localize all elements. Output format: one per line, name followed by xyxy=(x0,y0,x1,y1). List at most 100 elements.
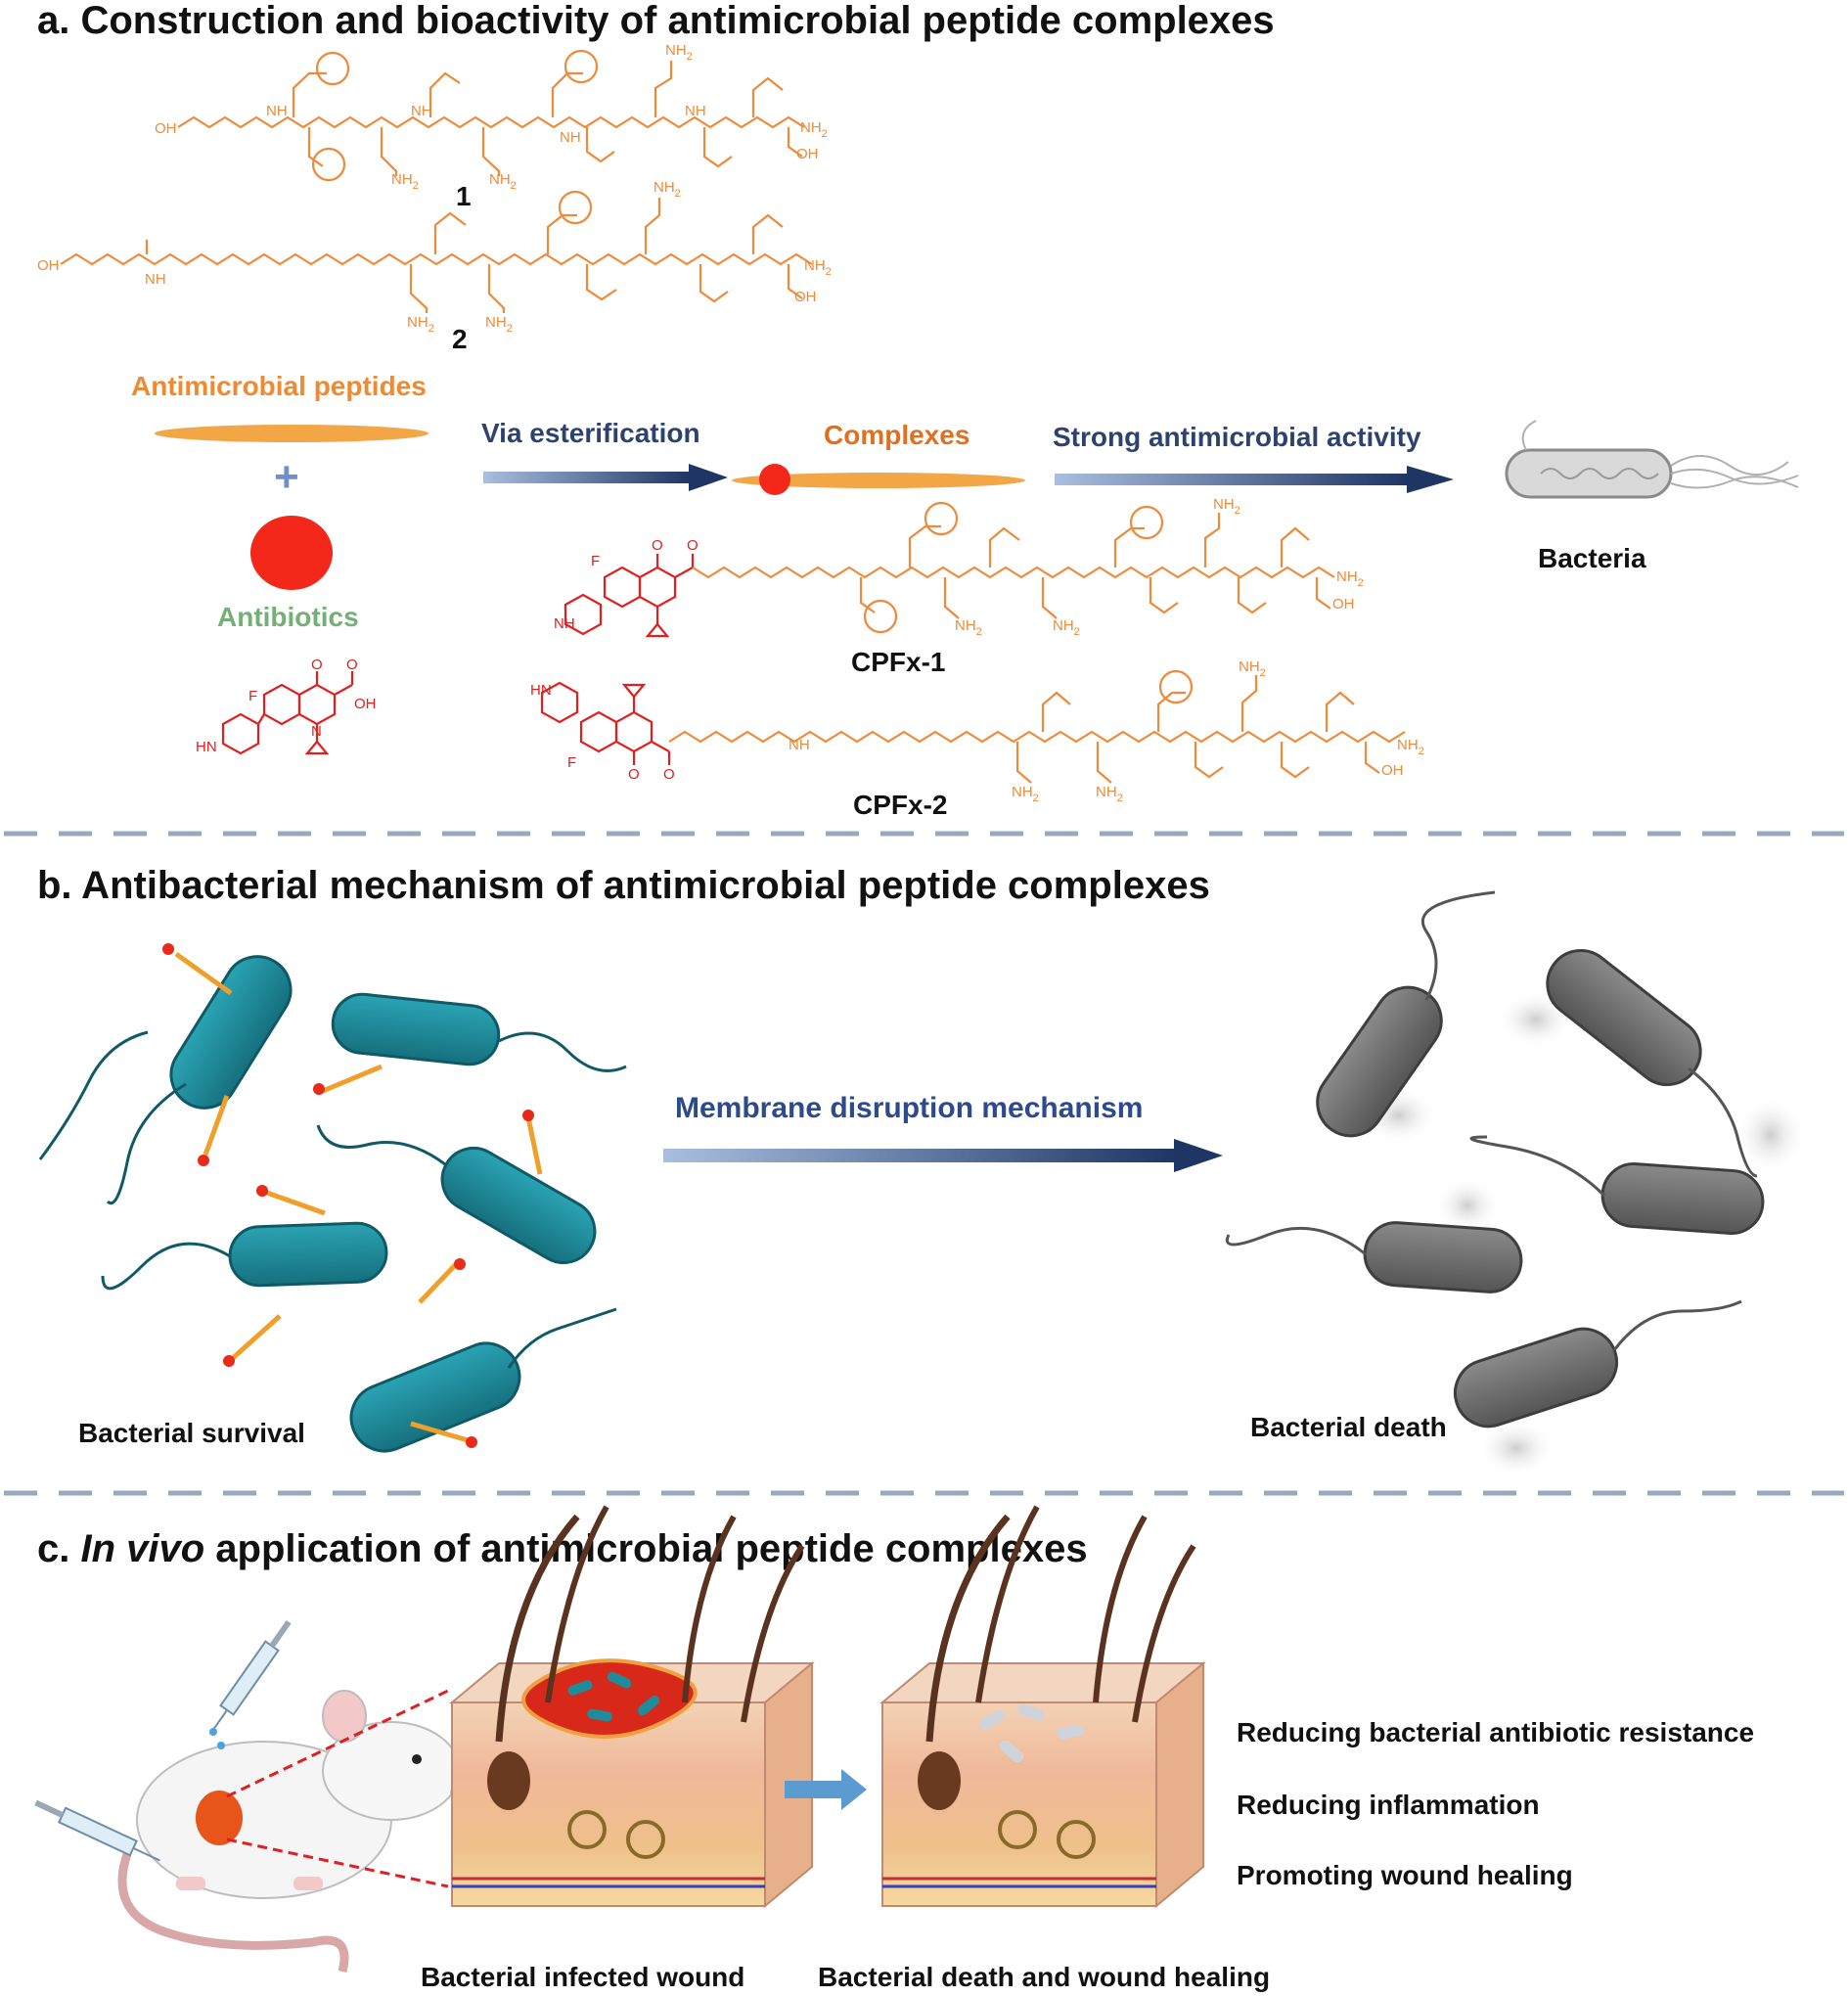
panel-a-title: a. Construction and bioactivity of antim… xyxy=(37,0,1275,42)
cpfx-2-structure: F O O HN NH NH2 NH2 NH2 NH2 OH CPFx-2 xyxy=(530,658,1424,820)
healing-arrow-shaft xyxy=(785,1781,843,1798)
chem-subscript: 2 xyxy=(1074,626,1080,638)
chem-nh2: NH2 xyxy=(391,171,419,192)
chem-oh: OH xyxy=(1332,596,1355,612)
chem-nh: NH xyxy=(266,103,288,119)
chem-subscript: 2 xyxy=(1117,793,1123,804)
chem-subscript: 2 xyxy=(1419,746,1424,757)
antibiotics-label: Antibiotics xyxy=(217,602,359,632)
chem-nh2: NH2 xyxy=(1336,568,1364,589)
healed-skin-block xyxy=(879,1505,1206,1909)
chem-oh: OH xyxy=(354,696,377,712)
chem-nh: NH xyxy=(560,129,581,146)
panel-b-title: b. Antibacterial mechanism of antimicrob… xyxy=(37,864,1210,907)
chem-nh2: NH2 xyxy=(955,617,982,638)
chem-o: O xyxy=(628,766,640,783)
chem-nh2: NH2 xyxy=(1213,496,1240,517)
esterification-arrow-shaft xyxy=(483,472,689,483)
chem-nh2: NH2 xyxy=(489,171,517,192)
chem-subscript: 2 xyxy=(1235,505,1240,517)
chem-nh2: NH2 xyxy=(654,179,681,200)
antimicrobial-peptides-label: Antimicrobial peptides xyxy=(131,371,427,401)
chem-o: O xyxy=(652,537,663,554)
healing-label: Bacterial death and wound healing xyxy=(818,1962,1270,1992)
chem-nh2: NH2 xyxy=(804,257,832,278)
chem-nh2: NH2 xyxy=(1053,617,1080,638)
outcome-item: Promoting wound healing xyxy=(1237,1860,1573,1890)
activity-arrow-shaft xyxy=(1055,474,1407,485)
bacterial-death-label: Bacterial death xyxy=(1250,1412,1447,1442)
chem-nh: NH xyxy=(789,737,810,753)
chem-nh2: NH2 xyxy=(407,314,434,335)
chem-oh: OH xyxy=(155,120,177,137)
chem-nh2: NH2 xyxy=(1397,737,1424,757)
chem-subscript: 2 xyxy=(428,323,434,335)
chem-subscript: 2 xyxy=(511,180,517,192)
complexes-label: Complexes xyxy=(824,420,969,450)
chem-o: O xyxy=(346,657,358,673)
chem-subscript: 2 xyxy=(976,626,982,638)
chem-subscript: 2 xyxy=(507,323,513,335)
complex-antibiotic-dot xyxy=(759,464,790,495)
healing-arrow-head xyxy=(841,1769,867,1810)
cpfx-2-label: CPFx-2 xyxy=(853,790,947,820)
chem-nh2: NH2 xyxy=(1012,784,1039,804)
chem-nh2: NH2 xyxy=(665,42,693,63)
mechanism-arrow-head xyxy=(1174,1139,1223,1172)
peptide-1-structure: OH NH NH NH NH NH2 OH NH2 NH2 NH2 xyxy=(155,42,828,211)
activity-arrow-head xyxy=(1407,466,1454,493)
strong-activity-label: Strong antimicrobial activity xyxy=(1053,422,1421,452)
infected-skin-block xyxy=(449,1505,815,1909)
panel-c-title: c. In vivo application of antimicrobial … xyxy=(37,1527,1088,1570)
outcome-item: Reducing bacterial antibiotic resistance xyxy=(1237,1717,1754,1747)
chem-nh: NH xyxy=(685,103,706,119)
chem-subscript: 2 xyxy=(1033,793,1039,804)
panel-c: c. In vivo application of antimicrobial … xyxy=(34,1505,1754,1992)
chem-f: F xyxy=(567,754,576,771)
chem-o: O xyxy=(663,766,675,783)
chem-nh: NH xyxy=(554,615,575,632)
chem-n: N xyxy=(311,723,322,740)
membrane-disruption-label: Membrane disruption mechanism xyxy=(675,1092,1143,1124)
chem-oh: OH xyxy=(1381,762,1404,779)
chem-oh: OH xyxy=(794,289,817,305)
cpfx-1-label: CPFx-1 xyxy=(851,647,945,677)
chem-f: F xyxy=(248,688,257,704)
live-bacteria-group xyxy=(38,943,627,1453)
mechanism-arrow-shaft xyxy=(663,1149,1176,1162)
chem-nh2: NH2 xyxy=(485,314,513,335)
chem-subscript: 2 xyxy=(822,128,828,140)
panel-a: a. Construction and bioactivity of antim… xyxy=(37,0,1799,820)
outcome-item: Reducing inflammation xyxy=(1237,1790,1540,1820)
peptide-1-label: 1 xyxy=(456,181,472,211)
chem-subscript: 2 xyxy=(1260,667,1266,679)
bacterium-icon xyxy=(1505,420,1799,499)
chem-nh2: NH2 xyxy=(1096,784,1123,804)
chem-oh: OH xyxy=(796,146,819,162)
chem-nh: NH xyxy=(411,103,432,119)
chem-subscript: 2 xyxy=(687,51,693,63)
peptide-2-structure: OH NH NH2 OH NH2 NH2 NH2 2 xyxy=(37,179,832,354)
chem-o: O xyxy=(311,657,323,673)
dead-bacteria-group xyxy=(1226,890,1806,1477)
peptide-ellipse xyxy=(155,425,428,442)
bacterial-survival-label: Bacterial survival xyxy=(78,1418,305,1448)
chem-nh2: NH2 xyxy=(1239,658,1266,679)
chem-subscript: 2 xyxy=(413,180,419,192)
peptide-2-label: 2 xyxy=(452,324,468,354)
chem-hn: HN xyxy=(196,739,217,755)
chem-subscript: 2 xyxy=(675,188,681,200)
plus-sign: + xyxy=(274,453,299,501)
panel-b: b. Antibacterial mechanism of antimicrob… xyxy=(37,864,1806,1477)
chem-f: F xyxy=(591,553,600,569)
cpfx-1-structure: F O O NH NH2 NH2 NH2 NH2 OH CPFx-1 xyxy=(554,496,1364,677)
infected-wound-label: Bacterial infected wound xyxy=(421,1962,744,1992)
esterification-arrow-head xyxy=(689,464,728,491)
chem-subscript: 2 xyxy=(826,266,832,278)
bacteria-label: Bacteria xyxy=(1538,543,1646,573)
ciprofloxacin-structure: F O O OH N HN xyxy=(196,657,377,755)
chem-subscript: 2 xyxy=(1358,577,1364,589)
chem-hn: HN xyxy=(530,682,552,699)
complex-ellipse xyxy=(732,473,1025,488)
